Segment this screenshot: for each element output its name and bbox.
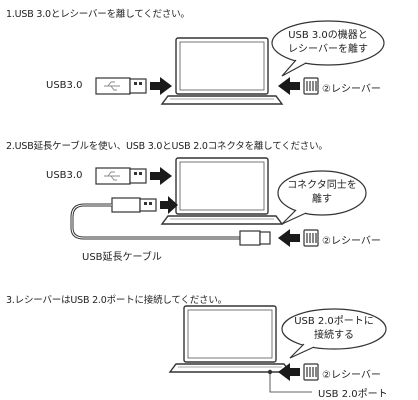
- step1-usb-label: USB3.0: [46, 80, 83, 91]
- step3-port-label: USB 2.0ポート: [318, 389, 388, 400]
- step3-receiver-label: ②レシーバー: [322, 370, 381, 381]
- step1-arrow-right-icon: [278, 77, 300, 95]
- step3-bubble-line2: 接続する: [314, 330, 354, 341]
- step1-receiver-icon: [303, 77, 319, 95]
- step1-bubble-text: USB 3.0の機器と レシーバーを離す: [276, 29, 380, 57]
- step3-bubble-text: USB 2.0ポートに 接続する: [284, 315, 384, 343]
- step1-bubble-line1: USB 3.0の機器と: [288, 30, 368, 41]
- step2-speech-bubble: [277, 170, 367, 225]
- step2-receiver-label: ②レシーバー: [322, 236, 381, 247]
- step3-port-pointer: [267, 369, 312, 393]
- step2-bubble-line2: 離す: [312, 194, 332, 205]
- step1-arrow-left-icon: [150, 77, 172, 95]
- step2-usb-plug: [95, 167, 147, 185]
- step3-bubble-line1: USB 2.0ポートに: [294, 316, 374, 327]
- step2-receiver-icon: [303, 229, 319, 247]
- step2-arrow-icon: [150, 167, 172, 185]
- step1-bubble-line2: レシーバーを離す: [288, 44, 368, 55]
- step1-instruction: 1.USB 3.0とレシーバーを離してください。: [6, 9, 190, 20]
- step3-instruction: 3.レシーバーはUSB 2.0ポートに接続してください。: [6, 295, 227, 306]
- step2-laptop: [161, 157, 283, 225]
- step1-usb-plug: [95, 77, 147, 95]
- step2-bubble-text: コネクタ同士を 離す: [282, 179, 362, 207]
- step2-extension-cable: [70, 203, 271, 246]
- step3-laptop: [169, 305, 291, 373]
- step2-instruction: 2.USB延長ケーブルを使い、USB 3.0とUSB 2.0コネクタを離してくだ…: [6, 141, 328, 152]
- step3-receiver-icon: [303, 363, 319, 381]
- step2-arrow-cable-icon: [160, 196, 178, 214]
- step1-receiver-label: ②レシーバー: [322, 84, 381, 95]
- step2-usb-label: USB3.0: [46, 170, 83, 181]
- step1-speech-bubble: [271, 20, 385, 77]
- step2-bubble-line1: コネクタ同士を: [287, 180, 357, 191]
- step2-cable-label: USB延長ケーブル: [82, 252, 162, 263]
- step3-arrow-icon: [278, 363, 300, 381]
- step1-laptop: [161, 37, 283, 105]
- step2-extension-plug: [111, 197, 157, 213]
- step2-arrow-right-icon: [278, 229, 300, 247]
- step3-speech-bubble: [281, 308, 387, 359]
